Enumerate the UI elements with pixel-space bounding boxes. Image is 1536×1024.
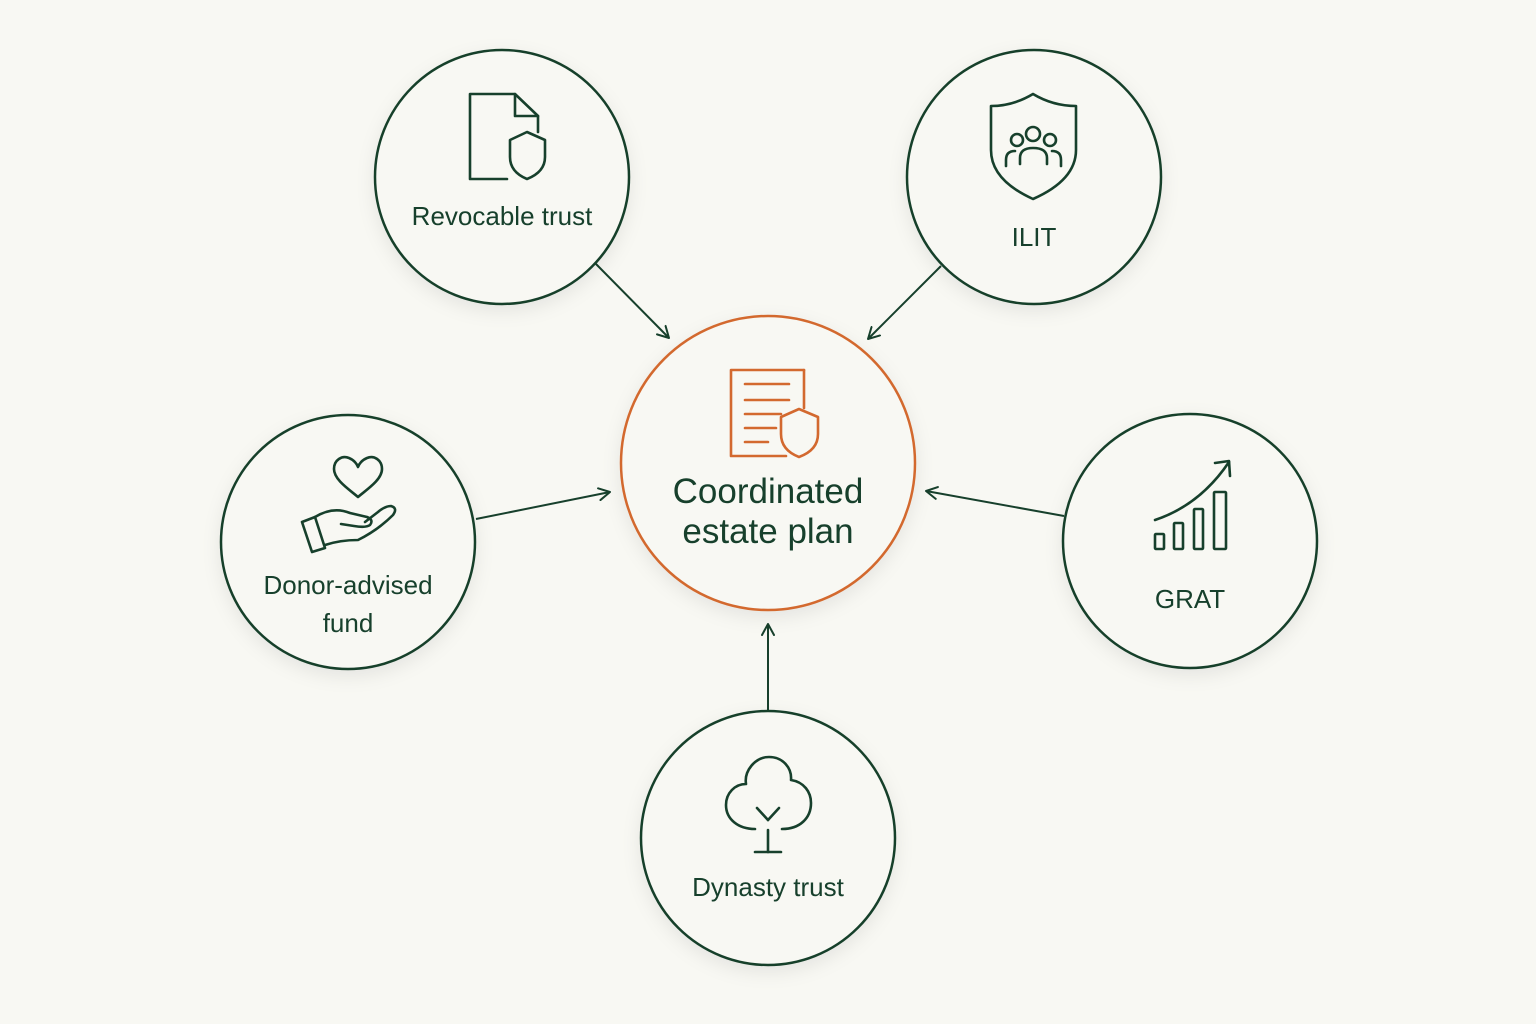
- document-shield-icon: [468, 92, 547, 181]
- center-label-line1: Coordinated: [673, 472, 864, 511]
- tree-icon: [724, 755, 813, 854]
- node-donor-advised-fund: Donor-advised fund: [219, 413, 477, 671]
- connector-ilit-to-center: [867, 265, 942, 340]
- node-dynasty-trust: Dynasty trust: [639, 709, 897, 967]
- node-label-line2: fund: [323, 608, 374, 638]
- hand-heart-icon: [300, 455, 397, 554]
- center-label-line2: estate plan: [682, 512, 853, 551]
- node-revocable-trust: Revocable trust: [373, 48, 631, 306]
- document-shield-icon: [729, 368, 820, 459]
- node-label-line1: Donor-advised: [263, 570, 432, 600]
- node-ilit: ILIT: [905, 48, 1163, 306]
- connector-revocable-to-center: [595, 263, 670, 339]
- node-label: ILIT: [1012, 222, 1057, 252]
- shield-people-icon: [989, 92, 1078, 201]
- node-label: Dynasty trust: [692, 872, 844, 902]
- connector-daf-to-center: [475, 487, 611, 520]
- node-label: Revocable trust: [412, 201, 593, 231]
- connector-grat-to-center: [925, 486, 1065, 517]
- node-grat: GRAT: [1061, 412, 1319, 670]
- node-label: GRAT: [1155, 584, 1225, 614]
- growth-chart-icon: [1153, 459, 1232, 551]
- center-node: Coordinated estate plan: [619, 314, 917, 612]
